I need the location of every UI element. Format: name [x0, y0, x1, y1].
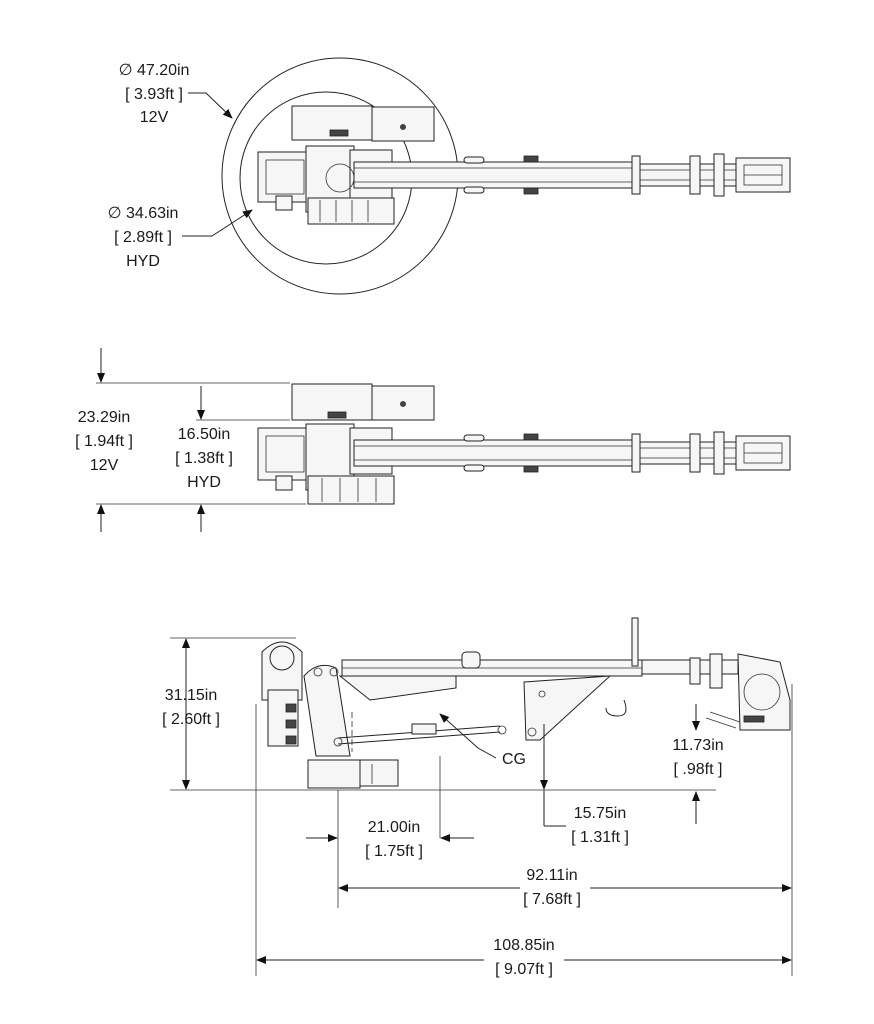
- dim-outer-dia: ∅ 47.20in: [119, 62, 190, 79]
- dim-side-height: 31.15in [ 2.60ft ]: [162, 637, 716, 791]
- dim-tip-offset: 11.73in [ .98ft ]: [672, 704, 724, 824]
- dim-cg-distance: 21.00in [ 1.75ft ]: [306, 756, 474, 908]
- boom-front: [353, 431, 791, 475]
- dim-reach-in: 92.11in: [526, 867, 577, 884]
- dim-cg-height-in: 15.75in: [574, 805, 627, 822]
- dim-overall-length-ft: [ 9.07ft ]: [495, 961, 553, 978]
- dim-overall-length: 108.85in [ 9.07ft ]: [255, 704, 792, 978]
- front-view: 23.29in [ 1.94ft ] 12V 16.50in [ 1.38ft …: [75, 348, 791, 532]
- dim-height-12v-ft: [ 1.94ft ]: [75, 433, 133, 450]
- dim-tip-offset-ft: [ .98ft ]: [674, 761, 723, 778]
- boom-top: [353, 153, 791, 197]
- dim-cg-height-ft: [ 1.31ft ]: [571, 829, 629, 846]
- top-view: ∅ 47.20in [ 3.93ft ] 12V ∅ 34.63in [ 2.8…: [108, 57, 791, 295]
- leader-inner-circle: [182, 209, 253, 237]
- dim-height-hyd: 16.50in [ 1.38ft ] HYD: [175, 386, 290, 532]
- dim-height-hyd-type: HYD: [187, 474, 221, 491]
- dim-cg-distance-ft: [ 1.75ft ]: [365, 843, 423, 860]
- dim-side-height-ft: [ 2.60ft ]: [162, 711, 220, 728]
- dim-cg-distance-in: 21.00in: [368, 819, 421, 836]
- crane-body-top: [257, 105, 435, 225]
- boom-side: [333, 617, 791, 747]
- dim-height-12v-type: 12V: [90, 457, 119, 474]
- dim-side-height-in: 31.15in: [165, 687, 218, 704]
- dim-height-12v-in: 23.29in: [78, 409, 131, 426]
- dim-inner-dia: ∅ 34.63in: [108, 205, 179, 222]
- dim-height-hyd-ft: [ 1.38ft ]: [175, 450, 233, 467]
- leader-outer-circle: [188, 92, 233, 119]
- dim-tip-offset-in: 11.73in: [672, 737, 723, 754]
- crane-body-side: [261, 641, 399, 789]
- cg-label: CG: [502, 751, 526, 768]
- dim-overall-length-in: 108.85in: [493, 937, 554, 954]
- dim-inner-type: HYD: [126, 253, 160, 270]
- dim-height-hyd-in: 16.50in: [178, 426, 231, 443]
- dim-inner-ft: [ 2.89ft ]: [114, 229, 172, 246]
- side-view: CG 31.15in [ 2.60ft ] 11.73in [ .98ft ] …: [162, 617, 793, 978]
- dim-outer-circle: ∅ 47.20in [ 3.93ft ] 12V: [119, 62, 233, 126]
- dim-inner-circle: ∅ 34.63in [ 2.89ft ] HYD: [108, 205, 253, 270]
- dim-reach: 92.11in [ 7.68ft ]: [338, 684, 793, 976]
- dim-reach-ft: [ 7.68ft ]: [523, 891, 581, 908]
- dim-outer-type: 12V: [140, 109, 169, 126]
- dim-cg-height: 15.75in [ 1.31ft ]: [540, 724, 629, 846]
- leader-cg: [439, 713, 497, 759]
- dim-outer-ft: [ 3.93ft ]: [125, 86, 183, 103]
